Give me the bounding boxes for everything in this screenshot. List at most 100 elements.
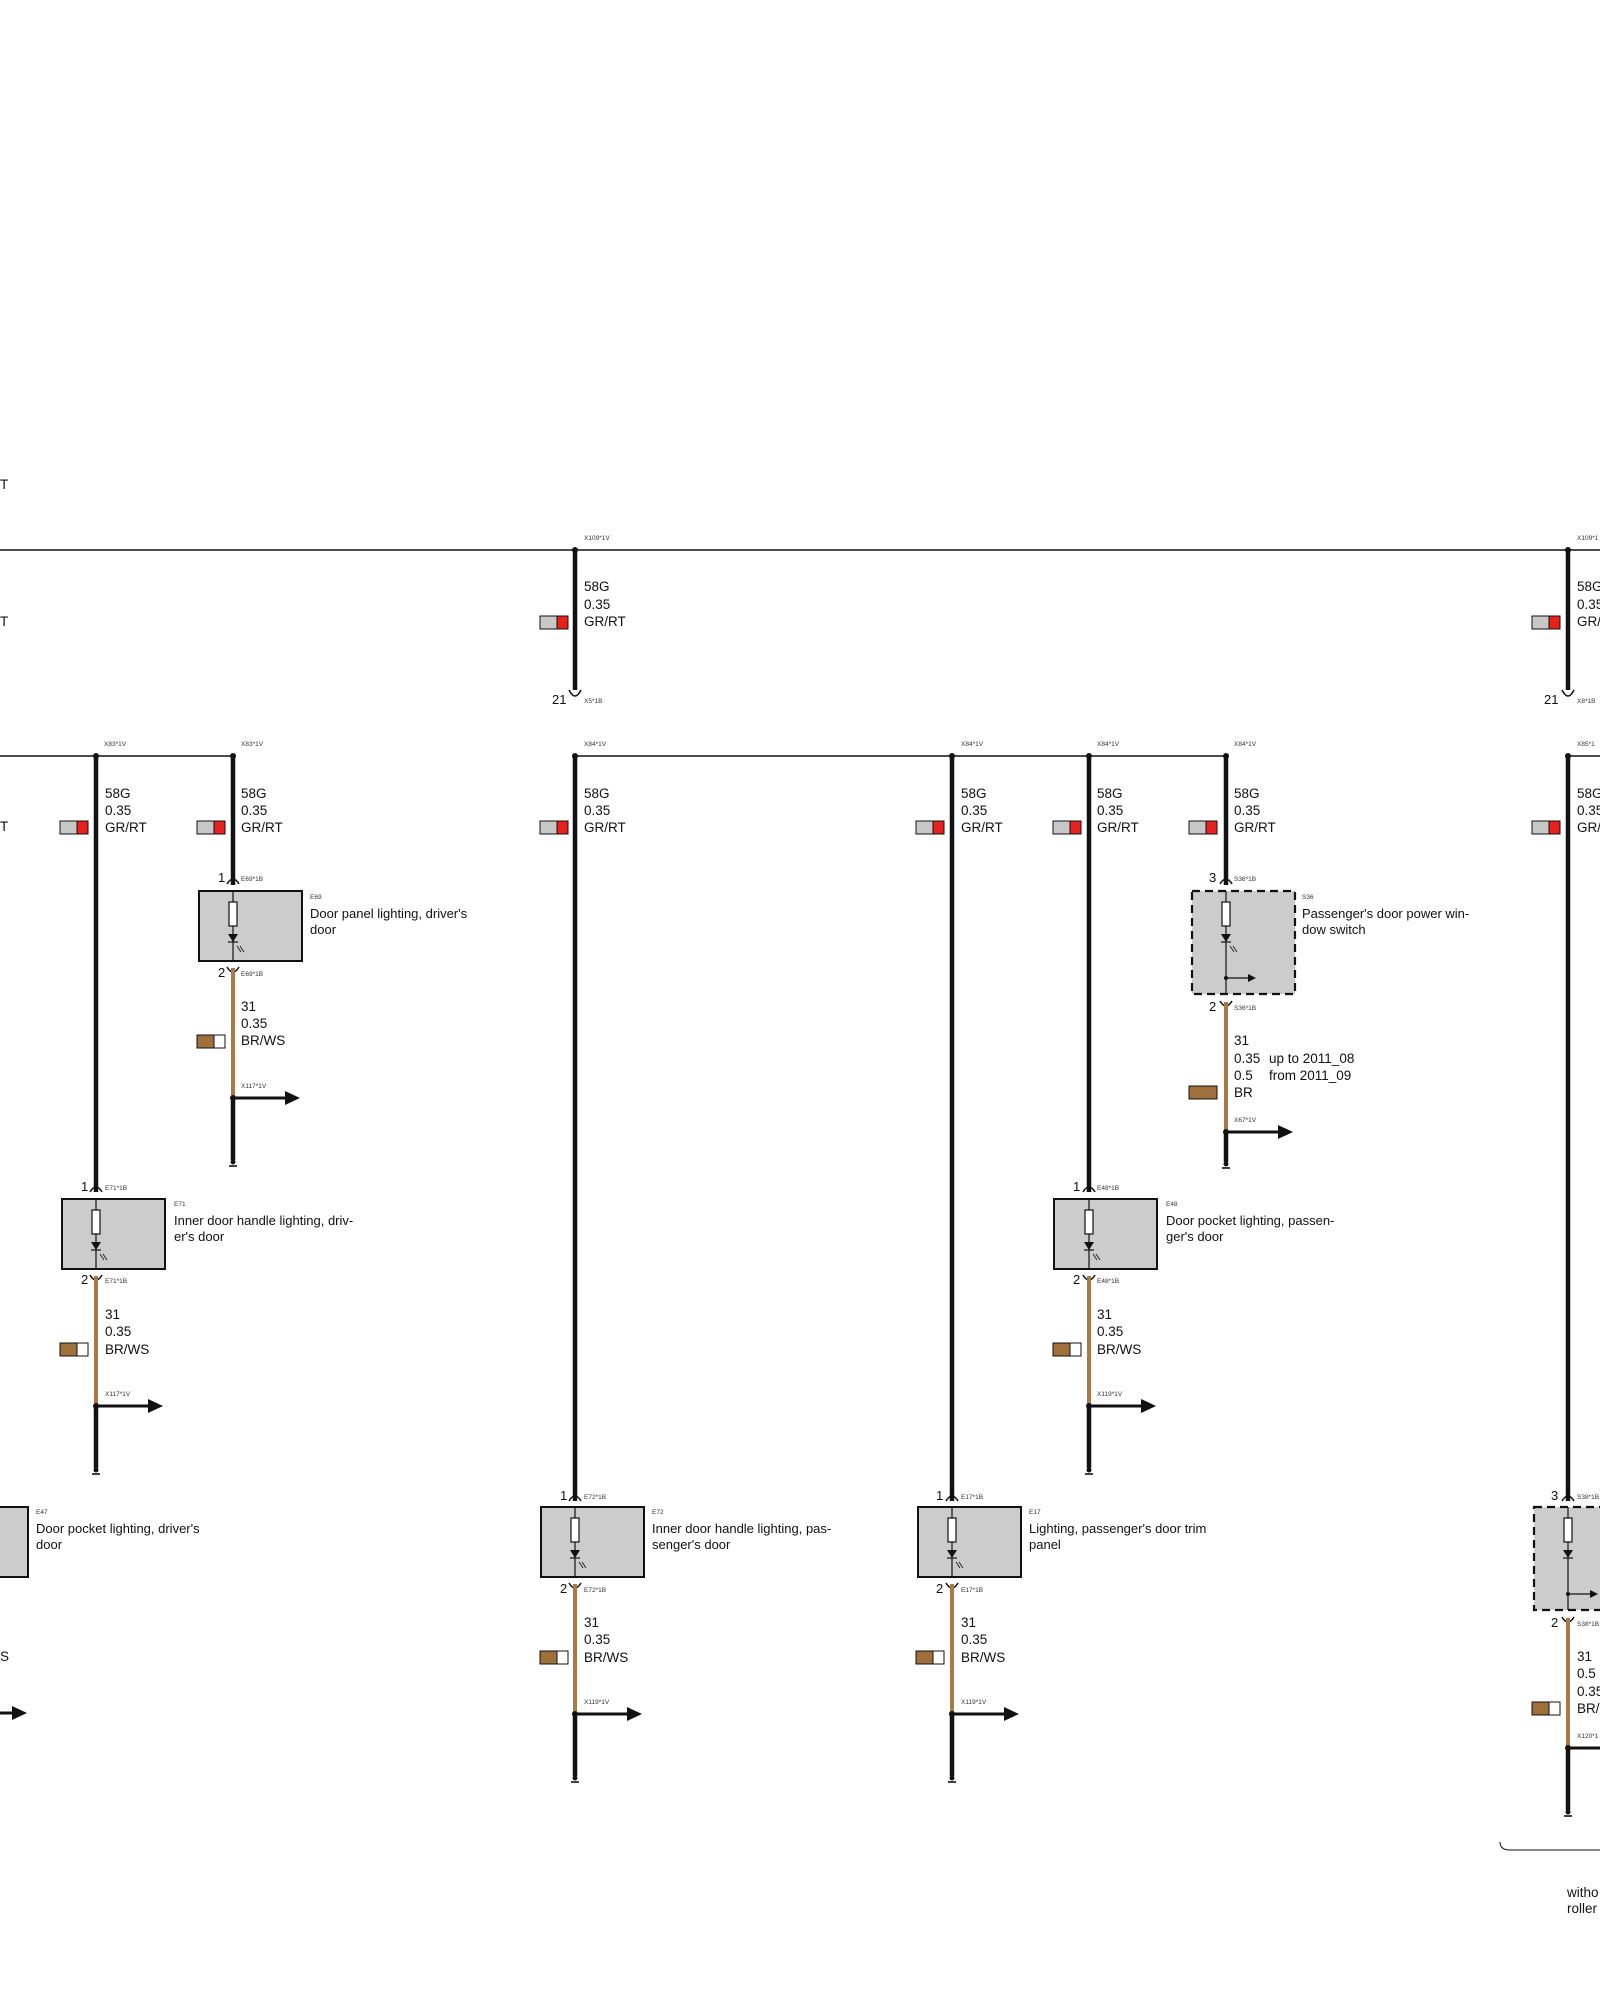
wire-gauge: 0.35 <box>1577 1684 1600 1699</box>
wire-signal: 58G <box>1577 786 1600 801</box>
arrow-right-icon <box>96 1399 163 1413</box>
wire-color-swatch <box>196 820 226 835</box>
wire-color-swatch <box>1052 820 1082 835</box>
connector-socket-icon <box>1082 1186 1096 1193</box>
wire-color: BR/WS <box>584 1650 628 1665</box>
component-name: door <box>310 922 337 937</box>
wire-signal: 58G <box>1577 579 1600 594</box>
component-e72 <box>540 1506 645 1578</box>
wire-color: BR/ <box>1577 1701 1600 1716</box>
led-lamp-icon <box>91 1199 108 1269</box>
pin-number: 21 <box>552 692 566 707</box>
wire-gauge: 0.35 <box>105 803 131 818</box>
component-name: Inner door handle lighting, pas- <box>652 1521 831 1536</box>
wire-color-swatch <box>539 820 569 835</box>
wire-signal: 31 <box>1097 1307 1112 1322</box>
wire-color-swatch <box>1531 1701 1561 1716</box>
wire-color-swatch <box>539 615 569 630</box>
ground-icon <box>229 1159 237 1167</box>
wire-signal: 31 <box>961 1615 976 1630</box>
connector-label: S36*1B <box>1234 1005 1256 1012</box>
connector-socket-icon <box>89 1186 103 1193</box>
led-lamp-icon <box>228 891 245 961</box>
bus-label: X84*1V <box>1234 741 1257 748</box>
connector-socket-icon <box>568 1495 582 1502</box>
wire-gauge: 0.35 <box>241 803 267 818</box>
wire-gauge: 0.5 <box>1577 1666 1596 1681</box>
wire-gauge: 0.35 <box>961 803 987 818</box>
wire-signal: 31 <box>241 999 256 1014</box>
component-e48 <box>1053 1198 1158 1270</box>
edge-text-top: T <box>0 477 8 492</box>
pin-number: 2 <box>1551 1615 1558 1630</box>
wire-signal: 58G <box>584 786 610 801</box>
bus-label: X83*1V <box>241 741 264 748</box>
pin-number: 1 <box>560 1488 567 1503</box>
edge-text-mid: T <box>0 614 8 629</box>
wire-variant-note: from 2011_09 <box>1269 1068 1351 1083</box>
wire-gauge: 0.35 <box>105 1324 131 1339</box>
component-e47 <box>0 1506 29 1578</box>
led-lamp-icon <box>947 1507 964 1577</box>
component-id: E72 <box>652 1509 664 1516</box>
component-name: ger's door <box>1166 1229 1224 1244</box>
connector-socket-icon <box>1219 878 1233 885</box>
wire-gauge: 0.35 <box>1234 803 1260 818</box>
connector-label: E69*1B <box>241 876 263 883</box>
component-id: E17 <box>1029 1509 1041 1516</box>
connector-label: X119*1V <box>584 1699 610 1706</box>
ground-icon <box>948 1775 956 1783</box>
connector-socket-icon <box>568 689 582 697</box>
pin-number: 3 <box>1209 870 1216 885</box>
component-e17 <box>917 1506 1022 1578</box>
component-id: E71 <box>174 1201 186 1208</box>
connector-label: E17*1B <box>961 1587 983 1594</box>
pin-number: 2 <box>81 1272 88 1287</box>
connector-socket-icon <box>1561 1495 1575 1502</box>
connector-label: S38*1B <box>1577 1494 1599 1501</box>
connector-label: X8*1B <box>1577 698 1595 705</box>
pin-number: 2 <box>560 1581 567 1596</box>
connector-label: X119*1V <box>961 1699 987 1706</box>
wire-signal: 58G <box>1097 786 1123 801</box>
wire-color-swatch <box>539 1650 569 1665</box>
wire-gauge: 0.35 <box>1577 803 1600 818</box>
wire-color-swatch <box>59 820 89 835</box>
arrow-right-icon <box>1226 1125 1293 1139</box>
component-e71 <box>61 1198 166 1270</box>
connector-label: E72*1B <box>584 1494 606 1501</box>
pin-number: 3 <box>1551 1488 1558 1503</box>
wire-color: BR <box>1234 1085 1253 1100</box>
arrow-right-icon <box>952 1707 1019 1721</box>
wire-color-swatch <box>1531 820 1561 835</box>
wire-gauge: 0.35 <box>961 1632 987 1647</box>
component-name: Door panel lighting, driver's <box>310 906 468 921</box>
connector-label: X117*1V <box>241 1083 267 1090</box>
wire-color: GR/RT <box>1097 820 1139 835</box>
wire-color: BR/WS <box>105 1342 149 1357</box>
wire-color: GR/RT <box>961 820 1003 835</box>
connector-socket-icon <box>945 1495 959 1502</box>
wire-color-swatch <box>1531 615 1561 630</box>
wire-signal: 31 <box>1234 1033 1249 1048</box>
wire-gauge: 0.35 <box>584 803 610 818</box>
switch-led-icon <box>1221 891 1256 994</box>
arrow-right-icon <box>233 1091 300 1105</box>
connector-label: X5*1B <box>584 698 602 705</box>
connector-label: S38*1B <box>1577 1621 1599 1628</box>
wire-color-swatch <box>1188 1085 1218 1100</box>
wire-gauge: 0.35 <box>584 597 610 612</box>
wire-signal: 58G <box>105 786 131 801</box>
wire-gauge: 0.35 <box>241 1016 267 1031</box>
bus-label: X84*1V <box>1097 741 1120 748</box>
arrow-right-icon <box>0 1706 27 1720</box>
ground-icon <box>571 1775 579 1783</box>
wire-color-swatch <box>915 820 945 835</box>
component-name: Lighting, passenger's door trim <box>1029 1521 1206 1536</box>
edge-text-s58: T <box>0 819 8 834</box>
led-lamp-icon <box>1084 1199 1101 1269</box>
wire-signal: 31 <box>1577 1649 1592 1664</box>
component-id: E47 <box>36 1509 48 1516</box>
component-id: E48 <box>1166 1201 1178 1208</box>
component-e69 <box>198 890 303 962</box>
